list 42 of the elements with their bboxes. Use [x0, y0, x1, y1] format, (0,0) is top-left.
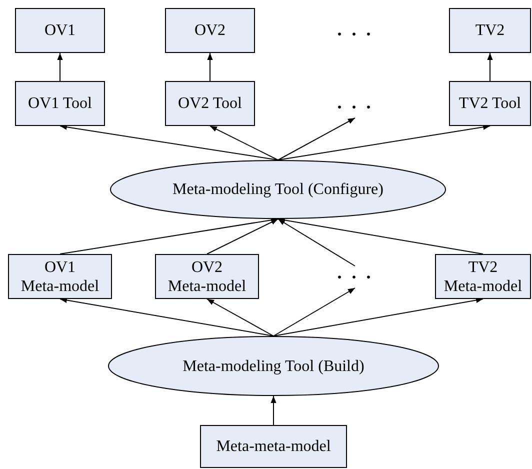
ellipsis-marker: · · ·	[335, 98, 374, 116]
node-label: OV1 Meta-model	[20, 258, 100, 296]
arrow	[278, 218, 356, 266]
node-label: OV2	[193, 21, 227, 40]
node-label: TV2 Tool	[458, 94, 522, 113]
node-label: TV2	[474, 21, 506, 40]
process-box	[8, 254, 112, 299]
tool-ellipse	[110, 160, 446, 219]
ellipsis-marker: · · ·	[335, 268, 374, 286]
arrow	[210, 126, 278, 160]
arrow	[278, 217, 484, 254]
node-label: Meta-meta-model	[216, 437, 331, 456]
arrow	[487, 52, 493, 82]
process-box	[165, 81, 255, 126]
arrow	[60, 124, 278, 160]
arrow	[270, 396, 276, 426]
arrow	[278, 124, 490, 160]
process-box	[15, 81, 105, 126]
process-box	[155, 254, 259, 299]
arrow	[278, 118, 356, 160]
node-label: TV2 Meta-model	[442, 258, 524, 296]
node-label: OV1 Tool	[27, 94, 93, 113]
process-box	[449, 8, 531, 53]
arrow	[207, 52, 213, 82]
process-box	[165, 8, 255, 53]
node-label: Meta-modeling Tool (Configure)	[172, 180, 384, 199]
arrow	[273, 288, 356, 336]
arrow	[57, 52, 63, 82]
ellipsis-marker: · · ·	[335, 23, 374, 45]
arrow	[206, 218, 278, 254]
arrow	[273, 297, 484, 336]
node-label: OV1	[43, 21, 77, 40]
node-label: OV2 Tool	[177, 94, 243, 113]
tool-ellipse	[108, 336, 439, 396]
process-box	[200, 425, 347, 468]
process-box	[15, 8, 105, 53]
process-box	[449, 81, 531, 126]
node-label: Meta-modeling Tool (Build)	[182, 356, 364, 376]
arrow	[206, 298, 274, 336]
process-box	[435, 254, 531, 299]
arrow	[60, 297, 274, 336]
node-label: OV2 Meta-model	[166, 258, 248, 296]
